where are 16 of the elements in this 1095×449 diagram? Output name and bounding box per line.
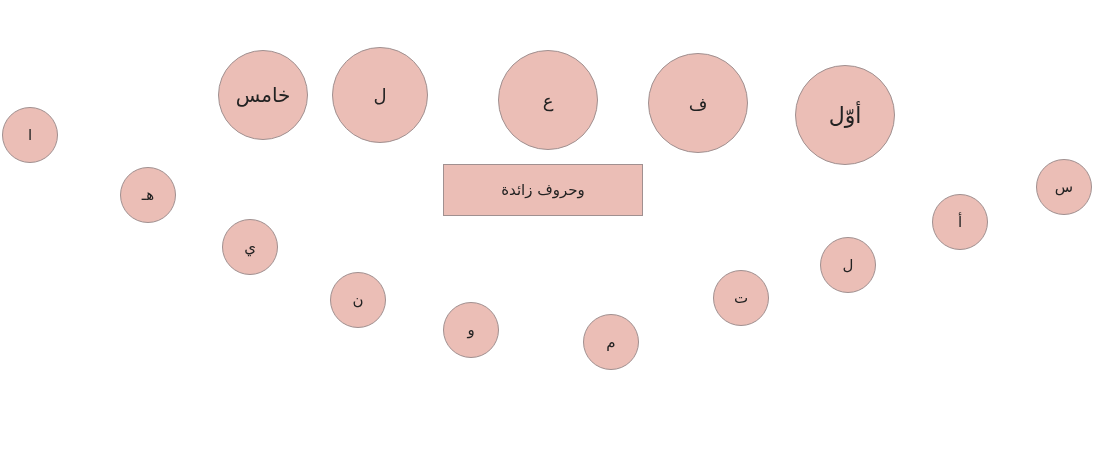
letter-circle: خامس bbox=[218, 50, 308, 140]
letter-circle: س bbox=[1036, 159, 1092, 215]
letter-circle: هـ bbox=[120, 167, 176, 223]
letter-circle: ع bbox=[498, 50, 598, 150]
letter-circle: ا bbox=[2, 107, 58, 163]
letter-circle: أوّل bbox=[795, 65, 895, 165]
letter-circle: و bbox=[443, 302, 499, 358]
letter-circle: ل bbox=[332, 47, 428, 143]
label-box: وحروف زائدة bbox=[443, 164, 643, 216]
letter-circle: ل bbox=[820, 237, 876, 293]
letter-circle: أ bbox=[932, 194, 988, 250]
letter-circle: ي bbox=[222, 219, 278, 275]
letter-circle: ف bbox=[648, 53, 748, 153]
letter-circle: ن bbox=[330, 272, 386, 328]
letter-circle: ت bbox=[713, 270, 769, 326]
letter-circle: م bbox=[583, 314, 639, 370]
